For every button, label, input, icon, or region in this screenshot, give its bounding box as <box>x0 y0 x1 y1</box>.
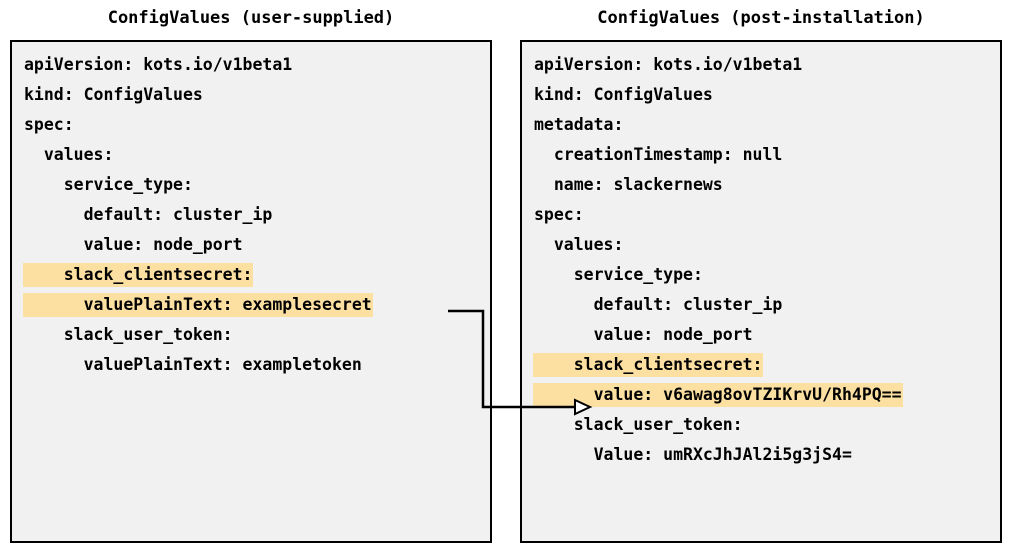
yaml-line: values: <box>533 230 996 260</box>
yaml-line-text: values: <box>534 235 624 254</box>
yaml-line-text: name: slackernews <box>534 175 723 194</box>
yaml-line-text: value: v6awag8ovTZIKrvU/Rh4PQ== <box>533 383 903 407</box>
yaml-line-text: spec: <box>24 115 74 134</box>
yaml-line-text: default: cluster_ip <box>534 295 783 314</box>
yaml-line-highlighted: value: v6awag8ovTZIKrvU/Rh4PQ== <box>533 380 996 410</box>
yaml-line: values: <box>23 140 486 170</box>
yaml-line: Value: umRXcJhJAl2i5g3jS4= <box>533 440 996 470</box>
yaml-line: default: cluster_ip <box>533 290 996 320</box>
yaml-line-text: service_type: <box>24 175 193 194</box>
yaml-line-highlighted: slack_clientsecret: <box>533 350 996 380</box>
panel-title-post-installation: ConfigValues (post-installation) <box>597 8 925 28</box>
yaml-line: default: cluster_ip <box>23 200 486 230</box>
yaml-line: creationTimestamp: null <box>533 140 996 170</box>
yaml-line-text: creationTimestamp: null <box>534 145 783 164</box>
yaml-line: kind: ConfigValues <box>533 80 996 110</box>
yaml-line-text: service_type: <box>534 265 703 284</box>
yaml-line: spec: <box>533 200 996 230</box>
yaml-line: kind: ConfigValues <box>23 80 486 110</box>
yaml-line-text: spec: <box>534 205 584 224</box>
yaml-line-text: kind: ConfigValues <box>534 85 713 104</box>
yaml-line-highlighted: valuePlainText: examplesecret <box>23 290 486 320</box>
yaml-box-post-installation: apiVersion: kots.io/v1beta1 kind: Config… <box>520 40 1002 543</box>
yaml-line-text: slack_clientsecret: <box>533 353 764 377</box>
yaml-line-text: apiVersion: kots.io/v1beta1 <box>24 55 293 74</box>
panel-title-user-supplied: ConfigValues (user-supplied) <box>107 8 395 28</box>
yaml-line-text: apiVersion: kots.io/v1beta1 <box>534 55 803 74</box>
yaml-line-text: slack_user_token: <box>24 325 233 344</box>
yaml-line-text: value: node_port <box>534 325 753 344</box>
yaml-lines-post-installation: apiVersion: kots.io/v1beta1 kind: Config… <box>533 50 996 470</box>
yaml-line: value: node_port <box>23 230 486 260</box>
yaml-line-text: Value: umRXcJhJAl2i5g3jS4= <box>534 445 852 464</box>
yaml-lines-user-supplied: apiVersion: kots.io/v1beta1 kind: Config… <box>23 50 486 380</box>
yaml-line: slack_user_token: <box>533 410 996 440</box>
yaml-line: slack_user_token: <box>23 320 486 350</box>
yaml-line: spec: <box>23 110 486 140</box>
yaml-line-text: valuePlainText: examplesecret <box>23 293 373 317</box>
yaml-line-text: valuePlainText: exampletoken <box>24 355 362 374</box>
yaml-line: service_type: <box>23 170 486 200</box>
yaml-line-text: kind: ConfigValues <box>24 85 203 104</box>
yaml-line-highlighted: slack_clientsecret: <box>23 260 486 290</box>
yaml-line-text: default: cluster_ip <box>24 205 273 224</box>
yaml-line-text: values: <box>24 145 114 164</box>
yaml-box-user-supplied: apiVersion: kots.io/v1beta1 kind: Config… <box>10 40 492 543</box>
yaml-line: valuePlainText: exampletoken <box>23 350 486 380</box>
yaml-line: metadata: <box>533 110 996 140</box>
yaml-line-text: slack_clientsecret: <box>23 263 254 287</box>
yaml-line-text: value: node_port <box>24 235 243 254</box>
yaml-line: service_type: <box>533 260 996 290</box>
yaml-line: apiVersion: kots.io/v1beta1 <box>533 50 996 80</box>
yaml-line-text: metadata: <box>534 115 624 134</box>
yaml-line: apiVersion: kots.io/v1beta1 <box>23 50 486 80</box>
yaml-line: name: slackernews <box>533 170 996 200</box>
yaml-line: value: node_port <box>533 320 996 350</box>
yaml-line-text: slack_user_token: <box>534 415 743 434</box>
